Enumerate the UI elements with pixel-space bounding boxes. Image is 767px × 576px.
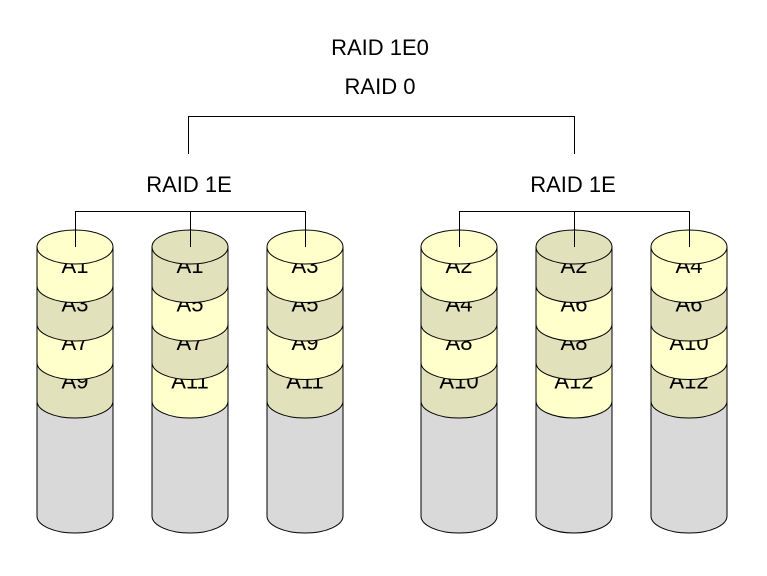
disk-empty-space	[420, 400, 498, 534]
group-label-right: RAID 1E	[530, 172, 616, 197]
connector-tips	[75, 230, 690, 247]
disk-empty-space	[266, 400, 344, 534]
raid-0-connector	[188, 116, 575, 154]
disk-empty-space	[535, 400, 613, 534]
disk-empty-space	[36, 400, 114, 534]
title-raid-1e0: RAID 1E0	[331, 35, 429, 60]
disk-empty-space	[151, 400, 229, 534]
disk-empty-space	[650, 400, 728, 534]
title-raid-0: RAID 0	[345, 74, 416, 99]
group-label-left: RAID 1E	[146, 172, 232, 197]
raid-0-bracket	[188, 116, 575, 154]
